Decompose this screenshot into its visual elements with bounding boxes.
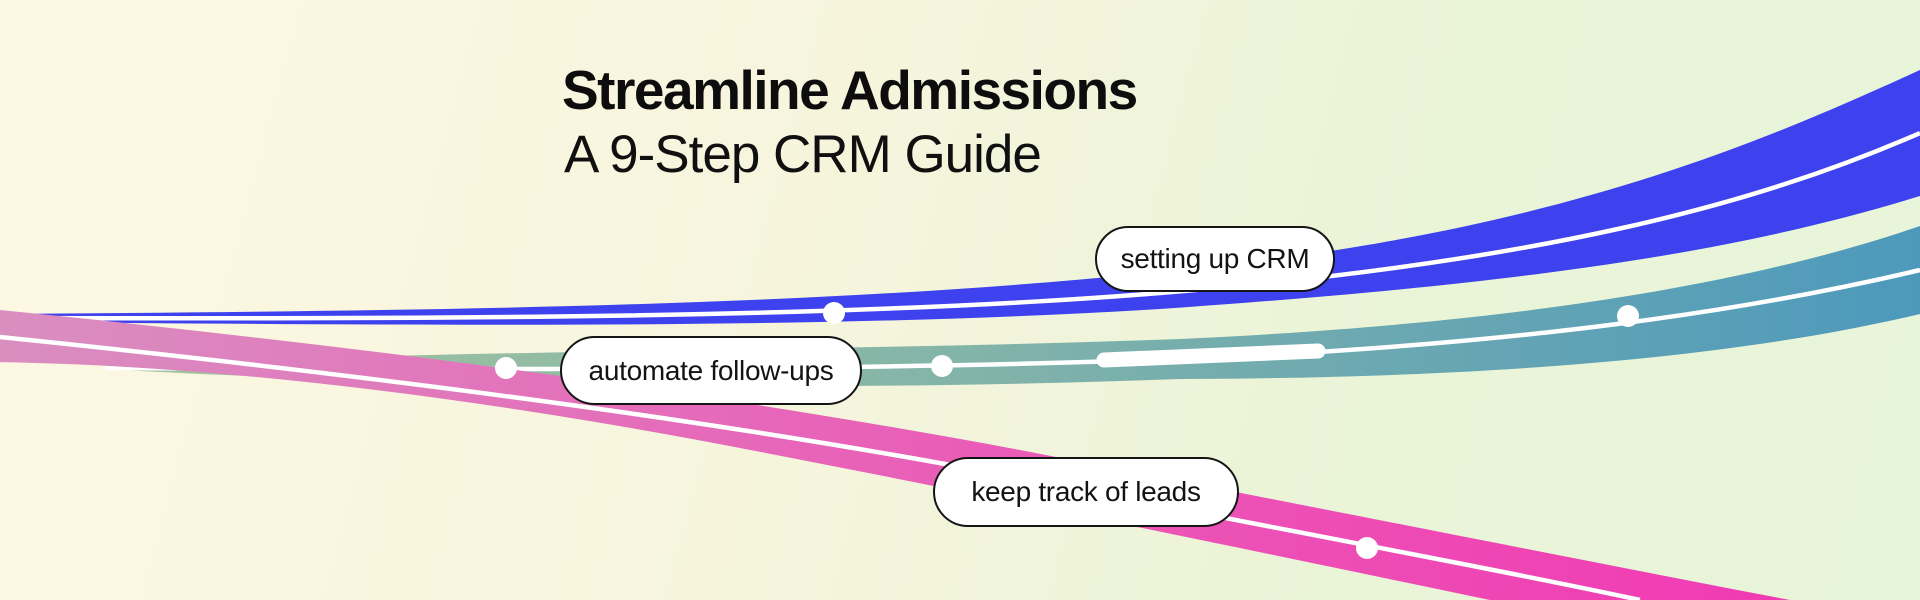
teal-line-highlight-dash <box>1096 343 1326 368</box>
blue-line-track <box>0 130 1920 321</box>
step-label-setting-up-crm: setting up CRM <box>1095 226 1335 292</box>
page-subtitle: A 9-Step CRM Guide <box>564 125 1042 184</box>
step-label-keep-track-of-leads: keep track of leads <box>933 457 1239 527</box>
station-dot-teal-2 <box>931 355 953 377</box>
step-label-automate-follow-ups: automate follow-ups <box>560 336 862 405</box>
station-dot-blue-1 <box>823 302 845 324</box>
teal-line-ribbon <box>105 226 1920 387</box>
step-label-text: keep track of leads <box>971 476 1201 507</box>
station-dot-pink-1 <box>1356 537 1378 559</box>
station-dot-teal-1 <box>495 357 517 379</box>
station-dot-teal-3 <box>1617 305 1639 327</box>
step-label-text: setting up CRM <box>1120 243 1310 274</box>
page-title: Streamline Admissions <box>562 59 1138 121</box>
step-label-text: automate follow-ups <box>588 354 834 386</box>
